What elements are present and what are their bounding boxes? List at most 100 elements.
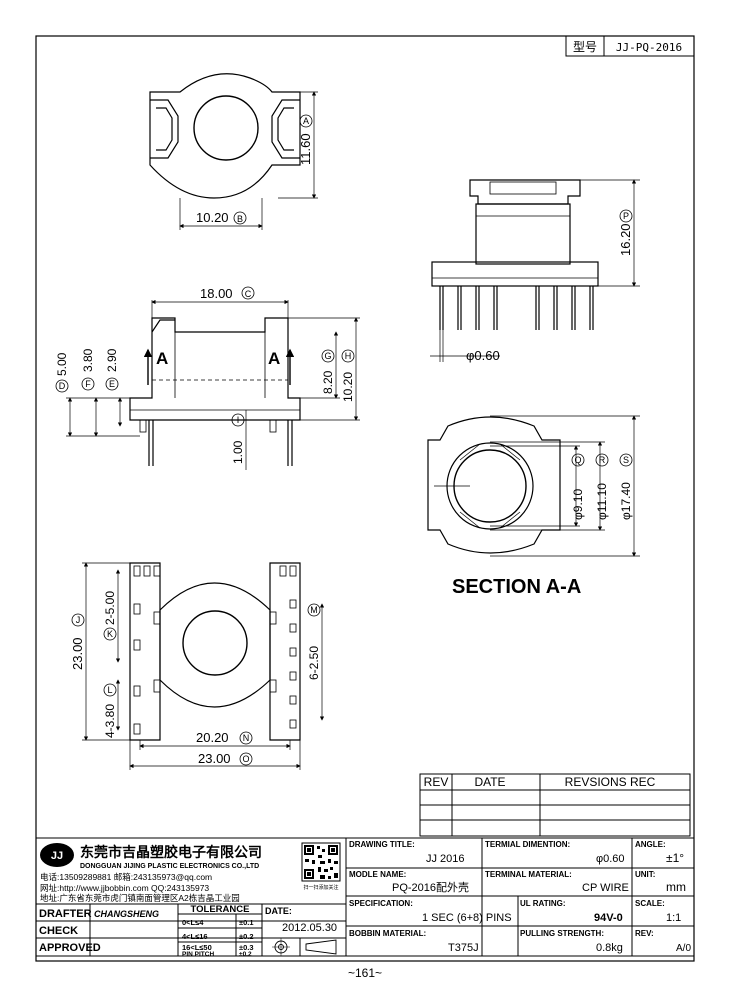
rev-col-rec: REVSIONS REC bbox=[565, 775, 656, 789]
rev-label: REV: bbox=[635, 929, 654, 938]
svg-text:S: S bbox=[623, 455, 629, 465]
model-value: JJ-PQ-2016 bbox=[616, 41, 682, 54]
bottom-view bbox=[82, 562, 325, 770]
unit-label: UNIT: bbox=[635, 870, 655, 879]
tol-range-3: PIN PITCH bbox=[182, 951, 214, 958]
terminal-mat-label: TERMINAL MATERIAL: bbox=[485, 870, 572, 879]
svg-text:I: I bbox=[237, 415, 240, 425]
date-value: 2012.05.30 bbox=[282, 922, 337, 934]
svg-text:O: O bbox=[242, 754, 249, 764]
rev-col-rev: REV bbox=[424, 775, 449, 789]
top-dim-height-tag: A bbox=[299, 114, 313, 128]
tol-range-2: 16<L≤50 bbox=[182, 943, 212, 952]
spec-label: SPECIFICATION: bbox=[349, 899, 413, 908]
section-view bbox=[427, 415, 640, 557]
section-title: SECTION A-A bbox=[452, 576, 581, 598]
bottom-dim-n-tag: N bbox=[239, 731, 253, 745]
module-name-label: MODLE NAME: bbox=[349, 870, 406, 879]
front-dim-e-tag: E bbox=[105, 377, 119, 391]
ul-label: UL RATING: bbox=[520, 899, 565, 908]
spec-value: 1 SEC (6+8) PINS bbox=[422, 912, 512, 924]
qr-caption: 扫一扫添加关注 bbox=[303, 884, 338, 891]
bottom-dim-k: 2-5.00 bbox=[103, 591, 117, 625]
tolerance-label: TOLERANCE bbox=[191, 904, 250, 915]
svg-text:Q: Q bbox=[574, 455, 581, 465]
company-name-en: DONGGUAN JIJING PLASTIC ELECTRONICS CO.,… bbox=[80, 863, 259, 870]
section-dim-r-tag: R bbox=[595, 453, 609, 467]
front-dim-f-tag: F bbox=[81, 377, 95, 391]
company-phone: 电话:13509289881 邮箱:243135973@qq.com bbox=[40, 872, 212, 882]
front-dim-g: 8.20 bbox=[321, 370, 335, 394]
bottom-dim-o-tag: O bbox=[239, 752, 253, 766]
front-dim-i: 1.00 bbox=[231, 440, 245, 464]
drawing-title-label: DRAWING TITLE: bbox=[349, 840, 415, 849]
svg-text:D: D bbox=[59, 381, 66, 391]
bottom-dim-o: 23.00 bbox=[198, 751, 231, 766]
bottom-dim-m-tag: M bbox=[307, 603, 321, 617]
approved-label: APPROVED bbox=[39, 942, 101, 954]
front-dim-e: 2.90 bbox=[105, 348, 119, 372]
page-number: ~161~ bbox=[348, 966, 382, 980]
bottom-dim-j-tag: J bbox=[71, 613, 85, 627]
drafter-label: DRAFTER bbox=[39, 908, 92, 920]
model-label: 型号 bbox=[573, 40, 597, 54]
bottom-dim-l: 4-3.80 bbox=[103, 704, 117, 738]
tol-value-2: ±0.3 bbox=[239, 943, 254, 952]
company-name-cn: 东莞市吉晶塑胶电子有限公司 bbox=[80, 844, 262, 860]
bobbin-mat-label: BOBBIN MATERIAL: bbox=[349, 929, 426, 938]
scale-label: SCALE: bbox=[635, 899, 665, 908]
angle-value: ±1° bbox=[666, 851, 684, 865]
top-dim-height: 11.60 bbox=[298, 133, 313, 165]
revision-table bbox=[419, 773, 691, 837]
ul-value: 94V-0 bbox=[594, 912, 623, 924]
front-dim-width: 18.00 bbox=[200, 286, 233, 301]
check-label: CHECK bbox=[39, 925, 78, 937]
front-dim-d-tag: D bbox=[55, 379, 69, 393]
section-dim-q-tag: Q bbox=[571, 453, 585, 467]
company-address: 地址:广东省东莞市虎门镇南面管理区A2栋吉晶工业园 bbox=[40, 893, 240, 903]
section-dim-q: φ9.10 bbox=[571, 489, 585, 520]
svg-text:B: B bbox=[237, 214, 243, 224]
side-dim-pin: φ0.60 bbox=[466, 348, 500, 363]
svg-text:E: E bbox=[109, 379, 115, 389]
module-name-value: PQ-2016配外壳 bbox=[392, 880, 469, 894]
qr-code bbox=[301, 842, 341, 882]
bobbin-mat-value: T375J bbox=[448, 942, 479, 954]
date-label: DATE: bbox=[265, 906, 292, 916]
tol-value-3: ±0.2 bbox=[239, 951, 252, 958]
bottom-dim-m: 6-2.50 bbox=[307, 646, 321, 680]
tol-value-0: ±0.1 bbox=[239, 918, 254, 927]
top-view bbox=[149, 73, 318, 230]
tol-range-1: 4<L≤16 bbox=[182, 932, 208, 941]
svg-text:R: R bbox=[599, 455, 606, 465]
svg-text:A: A bbox=[303, 116, 309, 126]
svg-text:K: K bbox=[107, 629, 113, 639]
top-dim-width-tag: B bbox=[233, 211, 247, 225]
svg-text:C: C bbox=[245, 289, 252, 299]
top-dim-width: 10.20 bbox=[196, 210, 229, 225]
svg-text:JJ: JJ bbox=[51, 850, 63, 862]
company-web: 网址:http://www.jjbobbin.com QQ:243135973 bbox=[40, 883, 209, 893]
company-logo: JJ bbox=[40, 843, 74, 867]
bottom-dim-k-tag: K bbox=[103, 627, 117, 641]
pulling-label: PULLING STRENGTH: bbox=[520, 929, 604, 938]
terminal-dim-label: TERMIAL DIMENTION: bbox=[485, 840, 570, 849]
svg-text:F: F bbox=[85, 379, 91, 389]
svg-text:N: N bbox=[243, 733, 250, 743]
front-dim-h-tag: H bbox=[341, 349, 355, 363]
front-dim-width-tag: C bbox=[241, 286, 255, 300]
tol-value-1: ±0.2 bbox=[239, 932, 254, 941]
projection-symbol bbox=[272, 938, 337, 956]
rev-col-date: DATE bbox=[474, 775, 505, 789]
section-mark-right: A bbox=[268, 349, 280, 368]
front-dim-d: 5.00 bbox=[55, 352, 69, 376]
section-dim-s: φ17.40 bbox=[619, 482, 633, 520]
model-box: 型号 JJ-PQ-2016 bbox=[565, 35, 695, 57]
svg-text:J: J bbox=[76, 615, 81, 625]
unit-value: mm bbox=[666, 880, 686, 894]
section-dim-r: φ11.10 bbox=[595, 483, 609, 520]
terminal-mat-value: CP WIRE bbox=[582, 882, 629, 894]
section-dim-s-tag: S bbox=[619, 453, 633, 467]
scale-value: 1:1 bbox=[666, 912, 681, 924]
front-dim-g-tag: G bbox=[321, 349, 335, 363]
